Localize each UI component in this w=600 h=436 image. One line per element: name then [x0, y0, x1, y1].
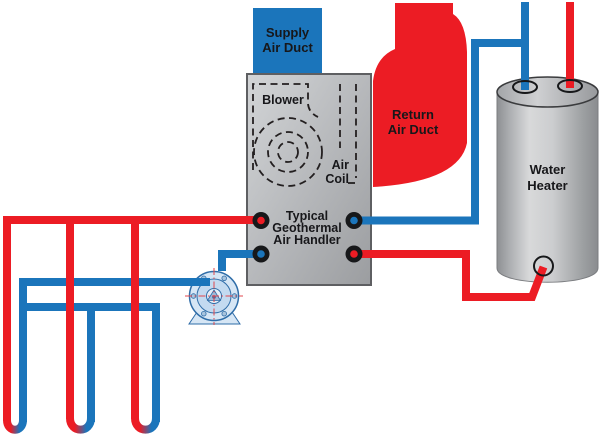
air-coil-outline: [339, 84, 357, 184]
pump-outlet-pipe: [218, 250, 261, 271]
heater-side-port: [533, 255, 554, 277]
heater-top-port-cold: [512, 80, 538, 94]
blower-label: Blower: [262, 93, 304, 107]
heater-top-port-hot: [557, 79, 583, 93]
u-bend-3: [131, 417, 160, 434]
ground-loop-u-bends: [3, 417, 160, 434]
handler-to-heater-blue-pipe: [354, 39, 525, 225]
water-heater-top: [496, 76, 599, 108]
loop1-blue-riser-to-pump: [19, 278, 210, 422]
water-heater-label: Water Heater: [527, 162, 568, 193]
water-heater-ports: [512, 79, 583, 277]
circulator-pump-icon: [185, 268, 243, 325]
supply-duct-label: Supply Air Duct: [262, 25, 313, 55]
loop-red-header: [3, 216, 261, 421]
supply-air-duct-shape: [253, 8, 322, 76]
pump-centerline-marks: [185, 268, 243, 325]
red-pipes: [3, 2, 574, 421]
return-air-duct-shape: [373, 3, 467, 187]
u-bend-1: [3, 419, 27, 434]
blower-outline: [252, 83, 323, 187]
air-handler-ports: [252, 212, 363, 263]
water-heater-body: [496, 91, 599, 283]
air-coil-label: Air Coil: [325, 158, 349, 186]
handler-to-heater-red-pipe: [354, 250, 548, 301]
return-duct-label: Return Air Duct: [387, 107, 439, 137]
u-bend-2: [66, 417, 95, 434]
air-handler-label: Typical Geothermal Air Handler: [272, 209, 342, 247]
